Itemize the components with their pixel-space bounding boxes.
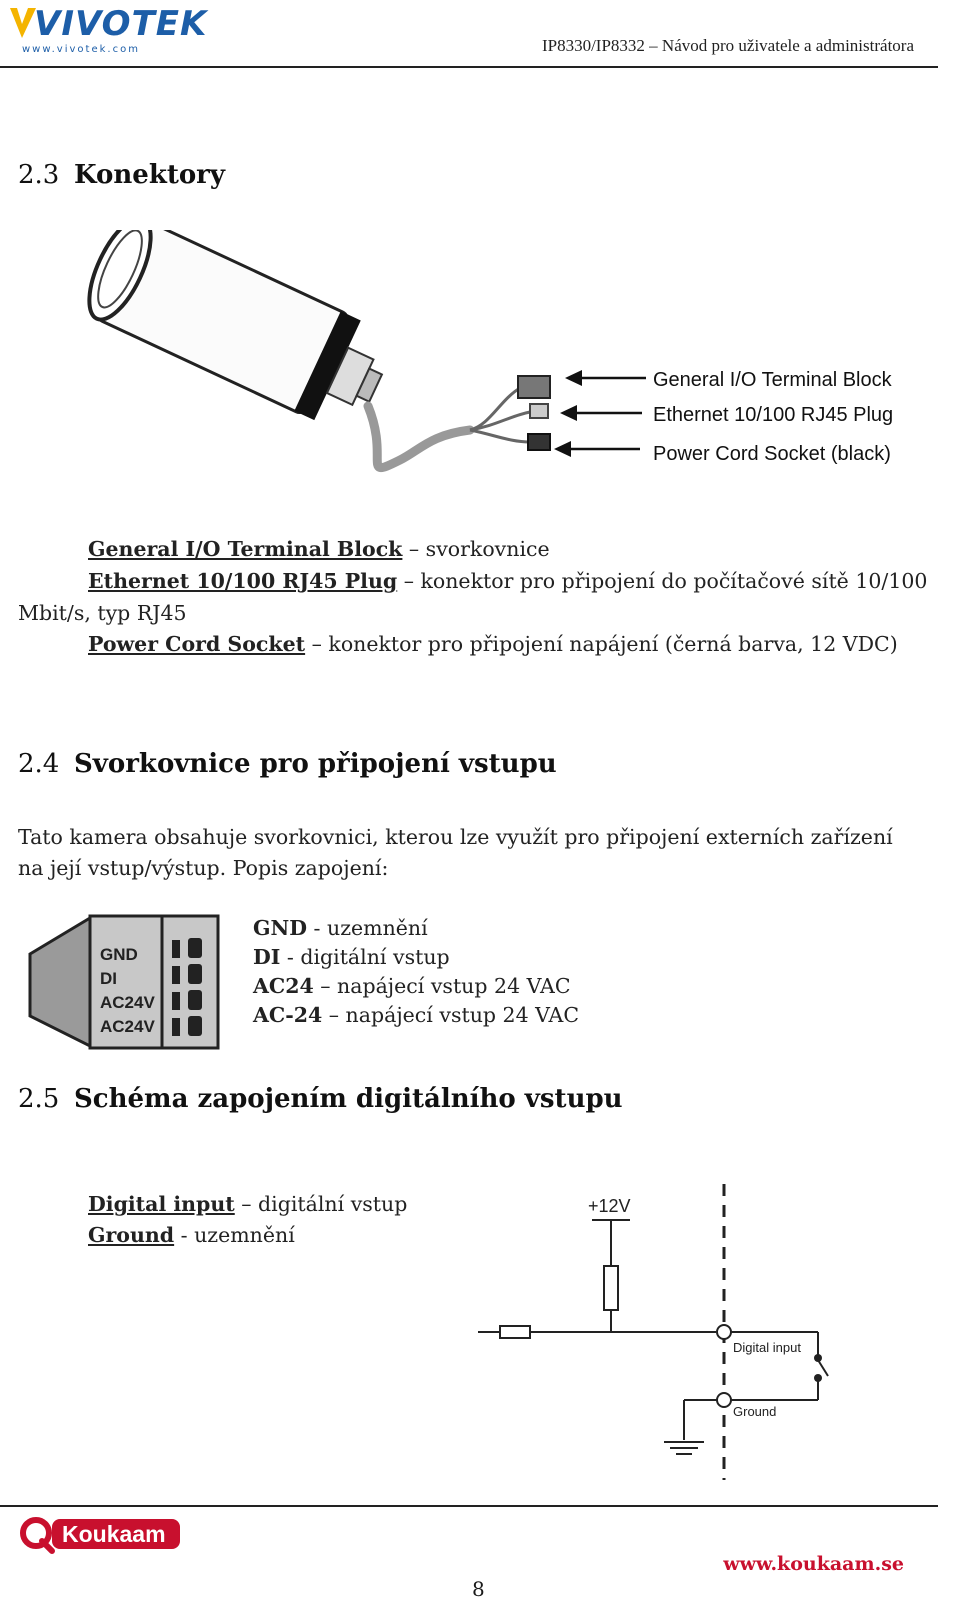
pin-gnd: GND - uzemnění xyxy=(253,916,428,940)
koukaam-logo: Koukaam xyxy=(20,1517,180,1554)
digital-input-label: Digital input xyxy=(733,1340,801,1355)
page-number: 8 xyxy=(472,1577,485,1601)
section-number: 2.3 xyxy=(18,160,60,190)
koukaam-logo-text: Koukaam xyxy=(62,1521,166,1547)
connector-desc: – svorkovnice xyxy=(402,537,550,561)
vivotek-logo: VIVOTEK www.vivotek.com xyxy=(8,4,206,60)
terminal-label-gnd: GND xyxy=(100,945,138,964)
footer-url: www.koukaam.se xyxy=(723,1553,904,1575)
pin-list: GND - uzemnění DI - digitální vstup AC24… xyxy=(253,914,579,1030)
section-title: Svorkovnice pro připojení vstupu xyxy=(74,749,557,779)
digital-input-schematic: +12V Digital input Ground xyxy=(478,1184,829,1480)
footer-divider xyxy=(0,1505,938,1507)
section-2-4-heading: 2.4 Svorkovnice pro připojení vstupu xyxy=(18,749,557,779)
section-title: Schéma zapojením digitálního vstupu xyxy=(74,1084,623,1114)
section-number: 2.5 xyxy=(18,1084,60,1114)
vivotek-mark-icon xyxy=(10,8,36,38)
connector-item-ethernet: Ethernet 10/100 RJ45 Plug – konektor pro… xyxy=(88,565,927,597)
section-2-3-heading: 2.3 Konektory xyxy=(18,160,225,190)
vivotek-logo-url: www.vivotek.com xyxy=(22,44,140,55)
section-title: Konektory xyxy=(74,160,225,190)
connector-item-io: General I/O Terminal Block – svorkovnice xyxy=(88,533,550,565)
pin-ac24: AC24 – napájecí vstup 24 VAC xyxy=(253,974,571,998)
ground-label: Ground xyxy=(733,1404,776,1419)
document-title: IP8330/IP8332 – Návod pro uživatele a ad… xyxy=(541,36,914,55)
terminal-label-ac24v-1: AC24V xyxy=(100,993,155,1012)
connector-term: General I/O Terminal Block xyxy=(88,537,403,561)
supply-label: +12V xyxy=(588,1196,631,1216)
section-number: 2.4 xyxy=(18,749,60,779)
diagram-label-io: General I/O Terminal Block xyxy=(653,369,893,391)
header-divider xyxy=(0,66,938,68)
terminal-block-diagram: GND DI AC24V AC24V xyxy=(28,914,220,1050)
connector-desc: – konektor pro připojení do počítačové s… xyxy=(397,569,928,593)
connector-term: Ethernet 10/100 RJ45 Plug xyxy=(88,569,398,593)
connector-desc: – konektor pro připojení napájení (černá… xyxy=(305,632,898,656)
connector-item-power: Power Cord Socket – konektor pro připoje… xyxy=(88,628,898,660)
pin-di: DI - digitální vstup xyxy=(253,945,450,969)
section-2-5-heading: 2.5 Schéma zapojením digitálního vstupu xyxy=(18,1084,623,1114)
schematic-item-ground: Ground - uzemnění xyxy=(88,1223,295,1247)
connector-term: Power Cord Socket xyxy=(88,632,306,656)
camera-connectors-diagram: General I/O Terminal Block Ethernet 10/1… xyxy=(87,230,893,472)
section-2-4-intro-line2: na její vstup/výstup. Popis zapojení: xyxy=(18,856,389,880)
terminal-label-ac24v-2: AC24V xyxy=(100,1017,155,1036)
terminal-label-di: DI xyxy=(100,969,117,988)
pin-ac-24: AC-24 – napájecí vstup 24 VAC xyxy=(253,1003,580,1027)
section-2-4-intro-line1: Tato kamera obsahuje svorkovnici, kterou… xyxy=(18,825,893,849)
schematic-item-digital-input: Digital input – digitální vstup xyxy=(88,1192,408,1216)
vivotek-logo-text: VIVOTEK xyxy=(34,4,208,44)
diagram-label-ethernet: Ethernet 10/100 RJ45 Plug xyxy=(653,404,893,426)
diagram-label-power: Power Cord Socket (black) xyxy=(653,443,891,465)
connector-item-ethernet-cont: Mbit/s, typ RJ45 xyxy=(18,601,187,625)
